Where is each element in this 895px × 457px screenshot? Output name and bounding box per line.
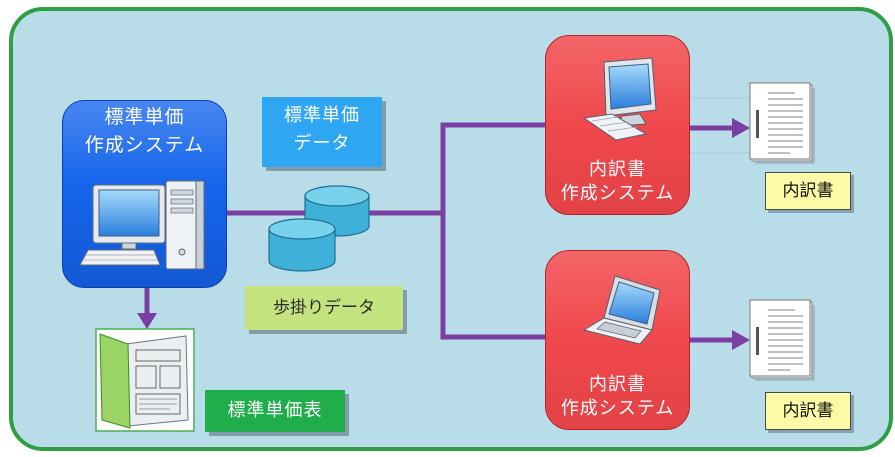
breakdown-system-box-desktop: 内訳書 作成システム [545, 35, 690, 215]
standard-price-table-box: 標準単価表 [205, 390, 345, 432]
breakdown-output-label-bottom: 内訳書 [765, 392, 851, 430]
standard-price-data-box: 標準単価 データ [262, 97, 382, 167]
breakdown-system-title: 内訳書 作成システム [546, 158, 689, 206]
arrow-head-top-output [732, 118, 750, 138]
standard-price-data-title-line2: データ [293, 133, 351, 154]
breakdown-system-title-line2: 作成システム [560, 183, 675, 204]
arrow-head-down [137, 313, 157, 329]
standard-price-system-title-line2: 作成システム [84, 134, 205, 156]
breakdown-system-title: 内訳書 作成システム [546, 373, 689, 421]
breakdown-output-label-top: 内訳書 [765, 172, 851, 210]
standard-price-system-title: 標準単価 作成システム [63, 103, 226, 159]
faint-guide-lines [690, 97, 752, 154]
breakdown-system-title-line1: 内訳書 [589, 159, 646, 180]
standard-price-data-title: 標準単価 データ [262, 97, 382, 158]
breakdown-output-label-text: 内訳書 [782, 181, 834, 201]
breakdown-system-title-line2: 作成システム [560, 398, 675, 419]
standard-price-system-title-line1: 標準単価 [104, 106, 185, 128]
standard-price-table-label: 標準単価表 [227, 400, 323, 421]
productivity-data-label: 歩掛りデータ [273, 298, 375, 318]
standard-price-data-title-line1: 標準単価 [284, 105, 360, 126]
breakdown-output-label-text: 内訳書 [782, 401, 834, 421]
productivity-data-box: 歩掛りデータ [245, 286, 403, 330]
arrow-head-bottom-output [732, 330, 750, 350]
connector-trunk-branch [440, 122, 546, 340]
breakdown-system-title-line1: 内訳書 [589, 374, 646, 395]
breakdown-system-box-laptop: 内訳書 作成システム [545, 250, 690, 430]
standard-price-system-box: 標準単価 作成システム [62, 100, 227, 288]
